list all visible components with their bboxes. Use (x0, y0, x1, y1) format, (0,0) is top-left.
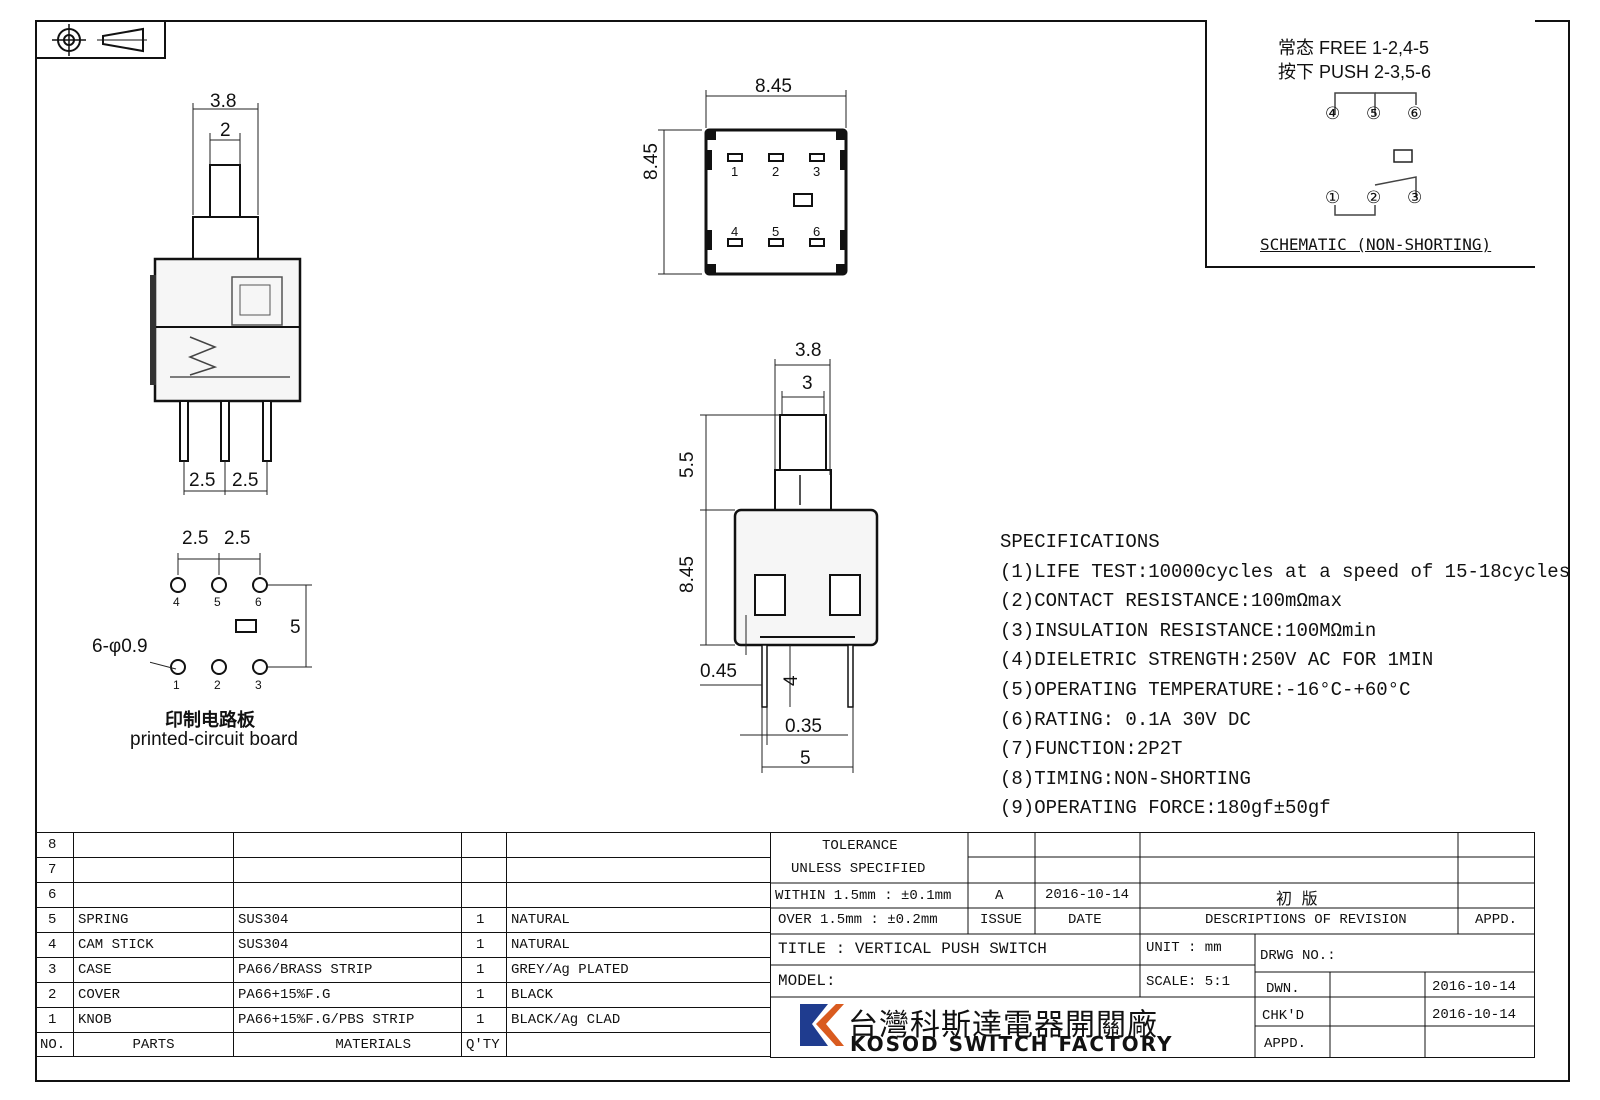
pcb-label-en: printed-circuit board (130, 729, 298, 750)
schematic-push-label: 按下 PUSH 2-3,5-6 (1278, 62, 1432, 82)
tolerance-subtitle: UNLESS SPECIFIED (791, 861, 926, 877)
specifications-title: SPECIFICATIONS (1000, 531, 1160, 553)
bom-row: 7 (35, 857, 771, 883)
dim-top-height: 8.45 (641, 143, 662, 180)
tolerance-within: WITHIN 1.5mm : ±0.1mm (775, 888, 952, 904)
revision-header-issue: ISSUE (980, 912, 1023, 928)
bom-header-qty: Q'TY (461, 1032, 507, 1057)
company-name-zh: 台灣科斯達電器開關廠 (848, 1008, 1158, 1043)
pcb-pin-3: 3 (255, 678, 262, 692)
dim-pcb-a: 2.5 (182, 528, 209, 549)
schematic-pin-1: ① (1325, 188, 1341, 207)
schematic-free-label: 常态 FREE 1-2,4-5 (1278, 38, 1430, 58)
pcb-pin-4: 4 (173, 595, 180, 609)
bom-header-parts: PARTS (73, 1032, 234, 1057)
revision-date: 2016-10-14 (1045, 887, 1130, 903)
dim-front-pin: 0.35 (785, 716, 822, 737)
bom-row: 8 (35, 832, 771, 858)
pcb-pin-6: 6 (255, 595, 262, 609)
side-view-drawing (150, 103, 302, 495)
drawing-unit: UNIT : mm (1146, 940, 1222, 956)
schematic-pin-2: ② (1366, 188, 1382, 207)
drawing-scale: SCALE: 5:1 (1146, 974, 1231, 990)
top-pin-2: 2 (772, 164, 780, 179)
revision-header-appd: APPD. (1475, 912, 1518, 928)
spec-item: (6)RATING: 0.1A 30V DC (1000, 708, 1251, 731)
schematic-pin-3: ③ (1407, 188, 1423, 207)
dim-top-width: 8.45 (755, 76, 792, 97)
pcb-footprint-drawing (150, 553, 312, 675)
tolerance-over: OVER 1.5mm : ±0.2mm (778, 912, 938, 928)
revision-header-date: DATE (1068, 912, 1102, 928)
projection-symbol-icon (35, 20, 166, 59)
schematic-pin-4: ④ (1325, 104, 1341, 123)
specifications-block: SPECIFICATIONS (1)LIFE TEST:10000cycles … (1000, 528, 1571, 824)
pcb-pin-1: 1 (173, 678, 180, 692)
company-logo-icon (800, 1004, 844, 1046)
spec-item: (8)TIMING:NON-SHORTING (1000, 767, 1251, 790)
dim-side-pitch-b: 2.5 (232, 470, 259, 491)
top-pin-6: 6 (813, 224, 821, 239)
drawn-date: 2016-10-14 (1432, 979, 1517, 995)
pcb-holes-label: 6-φ0.9 (92, 636, 148, 657)
dim-front-gap: 0.45 (700, 661, 737, 682)
pcb-pin-2: 2 (214, 678, 221, 692)
dim-front-lead: 4 (781, 675, 802, 686)
approved-label: APPD. (1264, 1036, 1307, 1052)
drawing-model: MODEL: (778, 972, 836, 990)
dim-side-width: 3.8 (210, 91, 237, 112)
front-view-drawing (700, 359, 879, 773)
drawing-title: TITLE : VERTICAL PUSH SWITCH (778, 940, 1047, 958)
dim-pcb-row: 5 (290, 617, 301, 638)
drawing-number-label: DRWG NO.: (1260, 948, 1336, 964)
revision-description: 初 版 (1276, 891, 1318, 909)
spec-item: (3)INSULATION RESISTANCE:100MΩmin (1000, 619, 1377, 642)
dim-front-stem: 5.5 (677, 451, 698, 478)
pcb-label-zh: 印制电路板 (165, 710, 255, 730)
bom-row: 6 (35, 882, 771, 908)
pcb-pin-5: 5 (214, 595, 221, 609)
bom-header-no: NO. (35, 1032, 74, 1057)
spec-item: (2)CONTACT RESISTANCE:100mΩmax (1000, 590, 1343, 613)
company-name-en: KOSOD SWITCH FACTORY (850, 1032, 1174, 1056)
spec-item: (9)OPERATING FORCE:180gf±50gf (1000, 797, 1331, 820)
schematic-pin-6: ⑥ (1407, 104, 1423, 123)
revision-issue: A (995, 888, 1004, 904)
revision-header-description: DESCRIPTIONS OF REVISION (1205, 912, 1407, 928)
dim-front-pitch: 5 (800, 748, 811, 769)
checked-label: CHK'D (1262, 1008, 1305, 1024)
spec-item: (5)OPERATING TEMPERATURE:-16°C-+60°C (1000, 678, 1411, 701)
top-view-drawing (658, 90, 848, 276)
spec-item: (4)DIELETRIC STRENGTH:250V AC FOR 1MIN (1000, 649, 1434, 672)
top-pin-1: 1 (731, 164, 739, 179)
checked-date: 2016-10-14 (1432, 1007, 1517, 1023)
schematic-box (1205, 20, 1535, 268)
top-pin-3: 3 (813, 164, 821, 179)
top-pin-5: 5 (772, 224, 780, 239)
schematic-pin-5: ⑤ (1366, 104, 1382, 123)
dim-front-inner: 3 (802, 373, 813, 394)
dim-pcb-b: 2.5 (224, 528, 251, 549)
dim-front-body: 8.45 (677, 556, 698, 593)
dim-side-stem: 2 (220, 120, 231, 141)
schematic-diagram (1334, 92, 1417, 216)
spec-item: (1)LIFE TEST:10000cycles at a speed of 1… (1000, 560, 1571, 583)
drawn-label: DWN. (1266, 981, 1300, 997)
spec-item: (7)FUNCTION:2P2T (1000, 738, 1183, 761)
dim-front-outer: 3.8 (795, 340, 822, 361)
bom-header-materials: MATERIALS (233, 1032, 462, 1057)
schematic-caption: SCHEMATIC (NON-SHORTING) (1260, 235, 1492, 254)
tolerance-title: TOLERANCE (822, 838, 898, 854)
top-pin-4: 4 (731, 224, 739, 239)
title-block-grid (770, 832, 1535, 1058)
dim-side-pitch-a: 2.5 (189, 470, 216, 491)
